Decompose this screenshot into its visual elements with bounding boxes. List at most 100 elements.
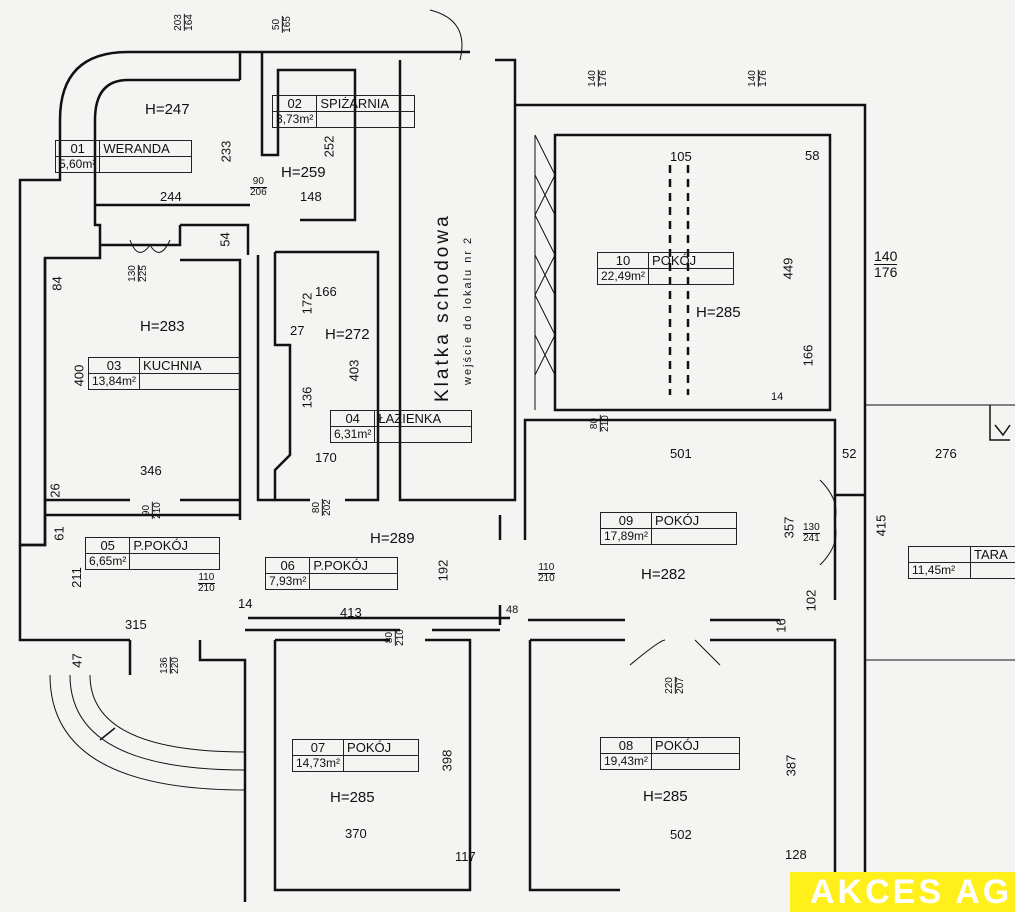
room-height: H=282 xyxy=(641,566,686,583)
room-number: 03 xyxy=(89,358,141,374)
room-area: 3,73m² xyxy=(273,112,318,127)
room-number: 01 xyxy=(56,141,101,157)
room-height: H=272 xyxy=(325,326,370,343)
room-area: 5,60m² xyxy=(56,157,101,172)
dimension: 502 xyxy=(670,827,692,842)
room-height: H=247 xyxy=(145,101,190,118)
dimension: 387 xyxy=(783,754,799,777)
room-number: 09 xyxy=(601,513,653,529)
dimension: 48 xyxy=(506,604,519,616)
staircase-sublabel: wejście do lokalu nr 2 xyxy=(462,235,474,385)
dimension: 136 xyxy=(299,386,315,409)
room-name: POKÓJ xyxy=(649,253,733,269)
dimension: 398 xyxy=(439,749,455,772)
dimension: 415 xyxy=(873,514,889,537)
room-number xyxy=(909,547,971,563)
room-name: POKÓJ xyxy=(344,740,418,756)
room-height: H=259 xyxy=(281,164,326,181)
room-area: 11,45m² xyxy=(909,563,971,578)
dimension: 14 xyxy=(238,596,253,611)
dimension: 252 xyxy=(321,135,337,158)
room-number: 02 xyxy=(273,96,318,112)
dimension: 276 xyxy=(935,446,957,461)
room-area: 17,89m² xyxy=(601,529,653,544)
dimension: 54 xyxy=(217,232,233,247)
room-name: ŁAZIENKA xyxy=(375,411,471,427)
room-name: POKÓJ xyxy=(652,738,739,754)
room-number: 07 xyxy=(293,740,345,756)
dimension: 233 xyxy=(218,140,234,163)
dimension: 166 xyxy=(800,344,816,367)
dimension: 403 xyxy=(346,359,362,382)
dimension: 61 xyxy=(51,526,67,541)
dimension: 166 xyxy=(315,284,337,299)
dimension: 172 xyxy=(299,292,315,315)
staircase-label: Klatka schodowa xyxy=(432,213,453,402)
room-name: KUCHNIA xyxy=(140,358,239,374)
dimension: 58 xyxy=(805,148,820,163)
dimension: 449 xyxy=(780,257,796,280)
dimension: 370 xyxy=(345,826,367,841)
dimension: 357 xyxy=(781,516,797,539)
room-name: TARA xyxy=(971,547,1015,563)
dimension: 102 xyxy=(803,589,819,612)
dimension: 105 xyxy=(670,149,692,164)
dimension: 52 xyxy=(842,446,857,461)
dimension: 148 xyxy=(300,189,322,204)
dimension: 346 xyxy=(140,463,162,478)
dimension: 84 xyxy=(49,276,65,291)
room-height: H=289 xyxy=(370,530,415,547)
dimension: 400 xyxy=(71,364,87,387)
dimension: 47 xyxy=(69,653,85,668)
room-area: 6,65m² xyxy=(86,554,131,569)
room-area: 7,93m² xyxy=(266,574,311,589)
room-number: 05 xyxy=(86,538,131,554)
dimension: 26 xyxy=(47,483,63,498)
dimension: 27 xyxy=(290,323,305,338)
room-name: SPIŻARNIA xyxy=(317,96,414,112)
room-number: 10 xyxy=(598,253,650,269)
dimension: 211 xyxy=(68,567,84,588)
dimension: 14 xyxy=(771,391,784,403)
room-name: POKÓJ xyxy=(652,513,736,529)
room-number: 08 xyxy=(601,738,653,754)
room-name: P.POKÓJ xyxy=(130,538,219,554)
room-name: P.POKÓJ xyxy=(310,558,397,574)
dimension: 128 xyxy=(785,847,807,862)
room-area: 13,84m² xyxy=(89,374,141,389)
dimension: 315 xyxy=(125,617,147,632)
room-number: 06 xyxy=(266,558,311,574)
room-height: H=285 xyxy=(696,304,741,321)
agency-watermark-logo: AKCES AG xyxy=(790,872,1015,912)
dimension: 413 xyxy=(340,605,362,620)
room-area: 14,73m² xyxy=(293,756,345,771)
room-height: H=283 xyxy=(140,318,185,335)
dimension: 244 xyxy=(160,189,182,204)
room-number: 04 xyxy=(331,411,376,427)
room-area: 19,43m² xyxy=(601,754,653,769)
room-area: 6,31m² xyxy=(331,427,376,442)
room-height: H=285 xyxy=(330,789,375,806)
